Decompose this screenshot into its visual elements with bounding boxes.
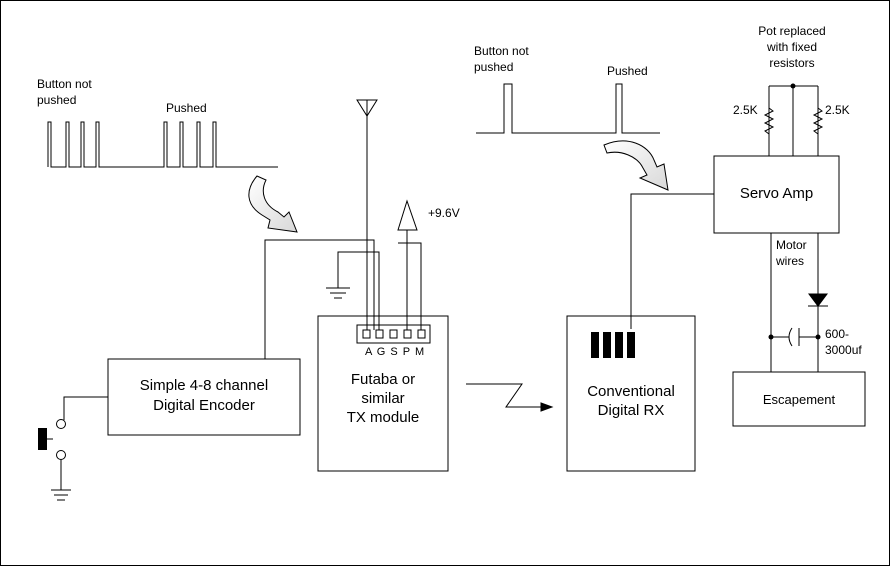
resistor-right-label: 2.5K (825, 103, 850, 117)
encoder-output-wire (264, 239, 375, 359)
junction-dot-pot (790, 83, 796, 89)
supply-voltage-label: +9.6V (428, 206, 460, 220)
pot-note-line2: with fixed (766, 40, 818, 54)
rx-to-servo-wire (630, 193, 714, 329)
tx-pin-labels: A G S P M (365, 346, 426, 358)
rx-connector-pin-2 (603, 332, 611, 358)
switch-contact-bottom (56, 450, 66, 460)
tx-title-line2: similar (361, 390, 405, 407)
tx-module-block (317, 315, 449, 472)
tx-pin-m (417, 329, 426, 339)
switch-contact-top (56, 419, 66, 429)
right-not-pushed-label-line2: pushed (474, 60, 514, 74)
curved-arrow-encoder-input (248, 175, 298, 233)
rf-link-arrow (466, 383, 542, 408)
capacitor-plate-curved (788, 327, 793, 347)
escapement-title: Escapement (762, 392, 836, 407)
tx-connector-housing (356, 324, 431, 344)
junction-dot-cap-right (815, 334, 821, 340)
tx-ground-wire (337, 251, 380, 330)
tx-title-line3: TX module (346, 409, 420, 426)
tx-pin-a (362, 329, 371, 339)
supply-pin-m-wire (398, 242, 422, 330)
tx-pin-p (403, 329, 412, 339)
push-button-cap (38, 428, 47, 450)
left-not-pushed-label-line1: Button not (37, 77, 92, 91)
motor-wires-label-line1: Motor (776, 238, 807, 252)
resistor-left-symbol (763, 107, 775, 135)
tx-title-line1: Futaba or (350, 371, 416, 388)
tx-pin-g (375, 329, 384, 339)
rf-link-arrowhead (540, 402, 554, 412)
motor-wires-label-line2: wires (776, 254, 805, 268)
push-button-wire-top (63, 396, 108, 420)
right-pulse-waveform (476, 83, 660, 134)
resistor-left-label: 2.5K (733, 103, 758, 117)
servo-amp-block (713, 155, 840, 234)
capacitor-label-line2: 3000uf (825, 343, 862, 357)
right-not-pushed-label-line1: Button not (474, 44, 529, 58)
tx-pin-s (389, 329, 398, 339)
resistor-right-symbol (812, 107, 824, 135)
encoder-title-line1: Simple 4-8 channel (139, 377, 269, 394)
rx-connector-pin-4 (627, 332, 635, 358)
antenna-symbol (356, 99, 378, 117)
junction-dot-cap-left (768, 334, 774, 340)
diode-symbol (808, 293, 828, 307)
capacitor-label-line1: 600- (825, 327, 850, 341)
supply-voltage-symbol (397, 199, 418, 231)
pot-note-line3: resistors (769, 56, 815, 70)
curved-arrow-servo-input (603, 140, 669, 191)
left-pushed-label: Pushed (166, 101, 207, 115)
escapement-block (732, 371, 866, 427)
rx-title-line1: Conventional (587, 383, 675, 400)
left-not-pushed-label-line2: pushed (37, 93, 77, 107)
rx-title-line2: Digital RX (597, 402, 665, 419)
rx-connector-pin-3 (615, 332, 623, 358)
right-pushed-label: Pushed (607, 64, 648, 78)
pot-note-line1: Pot replaced (758, 24, 826, 38)
rx-connector-pin-1 (591, 332, 599, 358)
encoder-title-line2: Digital Encoder (153, 397, 255, 414)
servo-amp-title: Servo Amp (739, 185, 814, 202)
left-pulse-waveform (47, 121, 278, 168)
